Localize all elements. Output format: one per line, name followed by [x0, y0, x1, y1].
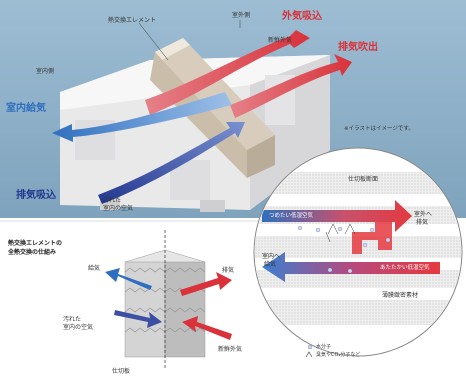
dirty-room-air-label-1: 汚れた — [103, 197, 122, 204]
bottom-supply-label: 給気 — [88, 265, 101, 272]
outdoor-air-intake-arrow — [145, 30, 310, 115]
to-outdoor-label-1: 室外へ — [414, 211, 433, 218]
element-stack — [124, 230, 206, 368]
outdoor-side-label: 室外側 — [232, 12, 251, 19]
dirty-room-air-label-2: 室内の空気 — [103, 205, 134, 212]
to-indoor-label-2: 給気 — [264, 261, 277, 268]
indoor-supply-label: 室内給気 — [6, 103, 46, 114]
cold-air-label: つめたい低湿空気 — [269, 213, 314, 219]
warm-air-label: あたたかい低湿空気 — [380, 265, 430, 271]
partition-section-label: 仕切板断面 — [348, 176, 379, 183]
bottom-title-1: 熱交換エレメントの — [8, 240, 63, 247]
bottom-dirty-air-label-2: 室内の空気 — [63, 324, 94, 331]
gas-molecule-icon — [305, 351, 313, 358]
bottom-supply-arrow — [105, 268, 152, 290]
exhaust-outlet-label: 排気吹出 — [338, 42, 378, 53]
exhaust-intake-arrow — [98, 122, 245, 204]
legend-gas-label: 臭気やCO₂分子など — [316, 352, 361, 358]
bottom-dirty-air-label-1: 汚れた — [63, 316, 82, 323]
legend-water-label: 水分子 — [316, 344, 332, 350]
zoom-circle — [253, 147, 463, 357]
element-leader-line — [138, 22, 169, 61]
bottom-fresh-air-label: 新鮮外気 — [218, 346, 243, 353]
bottom-title-2: 全熱交換の仕組み — [8, 249, 57, 256]
membrane-material-label: 薄膜緻密素材 — [382, 292, 419, 299]
illustration-note: ※イラストはイメージです。 — [344, 126, 414, 132]
indoor-supply-arrow — [52, 92, 232, 142]
outdoor-air-intake-label: 外気吸込 — [282, 11, 322, 22]
partition-plate-label: 仕切板 — [112, 368, 131, 375]
bottom-exhaust-label: 排気 — [222, 267, 235, 274]
bottom-exhaust-arrow — [180, 272, 232, 296]
to-outdoor-label-2: 排気 — [416, 219, 429, 226]
indoor-side-label: 室内側 — [36, 68, 55, 75]
exhaust-intake-label: 排気吸込 — [16, 190, 56, 201]
bottom-fresh-air-arrow — [182, 316, 232, 340]
exhaust-outlet-arrow — [230, 54, 352, 118]
bottom-dirty-air-arrow — [114, 310, 162, 328]
element-label: 熱交換エレメント — [108, 17, 157, 24]
to-indoor-label-1: 室内へ — [262, 253, 281, 260]
water-molecule-icon — [307, 344, 313, 350]
fresh-outdoor-air-label: 新鮮外気 — [268, 37, 293, 44]
